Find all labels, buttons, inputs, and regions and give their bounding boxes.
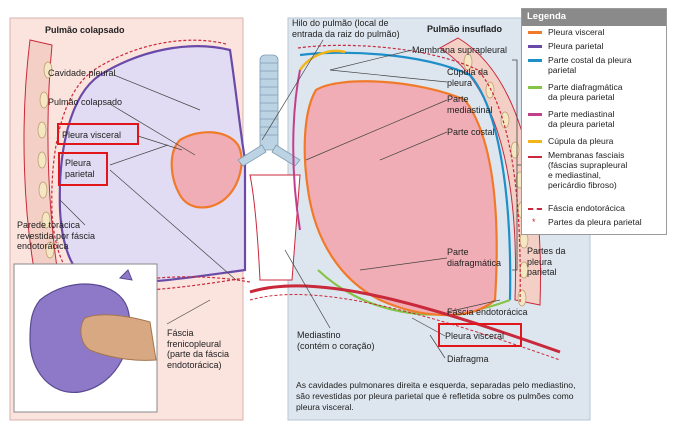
legend-swatch-fascial-membranes: [528, 156, 542, 158]
legend-swatch-visceral: [528, 31, 542, 34]
inflated-lung: [303, 80, 498, 317]
legend-swatch-diaphragmatic: [528, 86, 542, 89]
legend-item-cupula: Cúpula da pleura: [548, 136, 614, 146]
right-panel-title: Pulmão insuflado: [427, 24, 503, 34]
diaphragm-fascia: [249, 294, 561, 361]
legend-item-parietal-parts: Partes da pleura parietal: [548, 217, 642, 227]
legend-swatch-cupula: [528, 140, 542, 143]
legend-swatch-mediastinal: [528, 113, 542, 116]
suprapleural-membrane-label: Membrana suprapleural: [412, 45, 508, 55]
hilum-label: Hilo do pulmão (local de entrada da raiz…: [292, 18, 400, 39]
diaphragm-label: Diafragma: [447, 354, 489, 364]
right-pleura-cupula: [298, 49, 346, 71]
visceral-pleura-label-left: Pleura visceral: [62, 130, 122, 140]
legend-item-fascial-membranes: Membranas fasciais (fáscias suprapleural…: [548, 150, 628, 190]
parietal-pleura-highlight: [58, 152, 108, 186]
chest-wall-label: Parede torácica revestida por fáscia end…: [17, 220, 96, 251]
pleural-cavity-label: Cavidade pleural: [48, 68, 116, 78]
balloon-inset: [13, 263, 158, 413]
left-ribs: [37, 61, 60, 287]
legend-item-endothoracic: Fáscia endotorácica: [548, 203, 625, 213]
legend-item-diaphragmatic: Parte diafragmática da pleura parietal: [548, 82, 623, 102]
cupula-label: Cúpula da pleura: [447, 67, 489, 88]
right-pleura-mediastinal: [292, 69, 301, 231]
left-endothoracic-fascia: [51, 39, 246, 292]
leader-lines: [59, 39, 501, 359]
mediastinal-part-label: Parte mediastinal: [447, 94, 493, 115]
visceral-pleura-highlight-right: [438, 323, 522, 347]
collapsed-lung-label: Pulmão colapsado: [48, 97, 123, 107]
costal-part-label: Parte costal: [447, 127, 495, 137]
legend-item-parietal: Pleura parietal: [548, 41, 604, 51]
phrenicopleural-fascia-label: Fáscia frenicopleural (parte da fáscia e…: [167, 328, 230, 370]
visceral-pleura-label-right: Pleura visceral: [445, 331, 505, 341]
mediastinum: [249, 174, 301, 281]
legend-item-mediastinal: Parte mediastinal da pleura parietal: [548, 109, 615, 129]
parietal-pleura-label: Pleura parietal: [65, 158, 95, 179]
left-panel-title: Pulmão colapsado: [45, 25, 125, 35]
legend-item-costal: Parte costal da pleura parietal: [548, 55, 632, 75]
right-pleura-costal: [299, 51, 512, 301]
legend-swatch-endothoracic: [528, 208, 542, 210]
legend: Legenda Pleura visceral Pleura parietal …: [521, 8, 667, 235]
legend-swatch-parietal: [528, 45, 542, 48]
star-icon: *: [532, 217, 536, 227]
endothoracic-fascia-label: Fáscia endotorácica: [447, 307, 528, 317]
legend-item-visceral: Pleura visceral: [548, 27, 605, 37]
caption: As cavidades pulmonares direita e esquer…: [296, 380, 576, 412]
legend-title: Legenda: [522, 9, 666, 26]
mediastinum-label: Mediastino (contém o coração): [297, 330, 375, 351]
parietal-parts-label: Partes da pleura parietal: [527, 246, 566, 277]
diaphragmatic-part-label: Parte diafragmática: [447, 247, 502, 268]
collapsed-lung: [170, 131, 243, 209]
legend-swatch-costal: [528, 59, 542, 62]
visceral-pleura-highlight-left: [57, 123, 139, 145]
diaphragm: [249, 284, 561, 354]
